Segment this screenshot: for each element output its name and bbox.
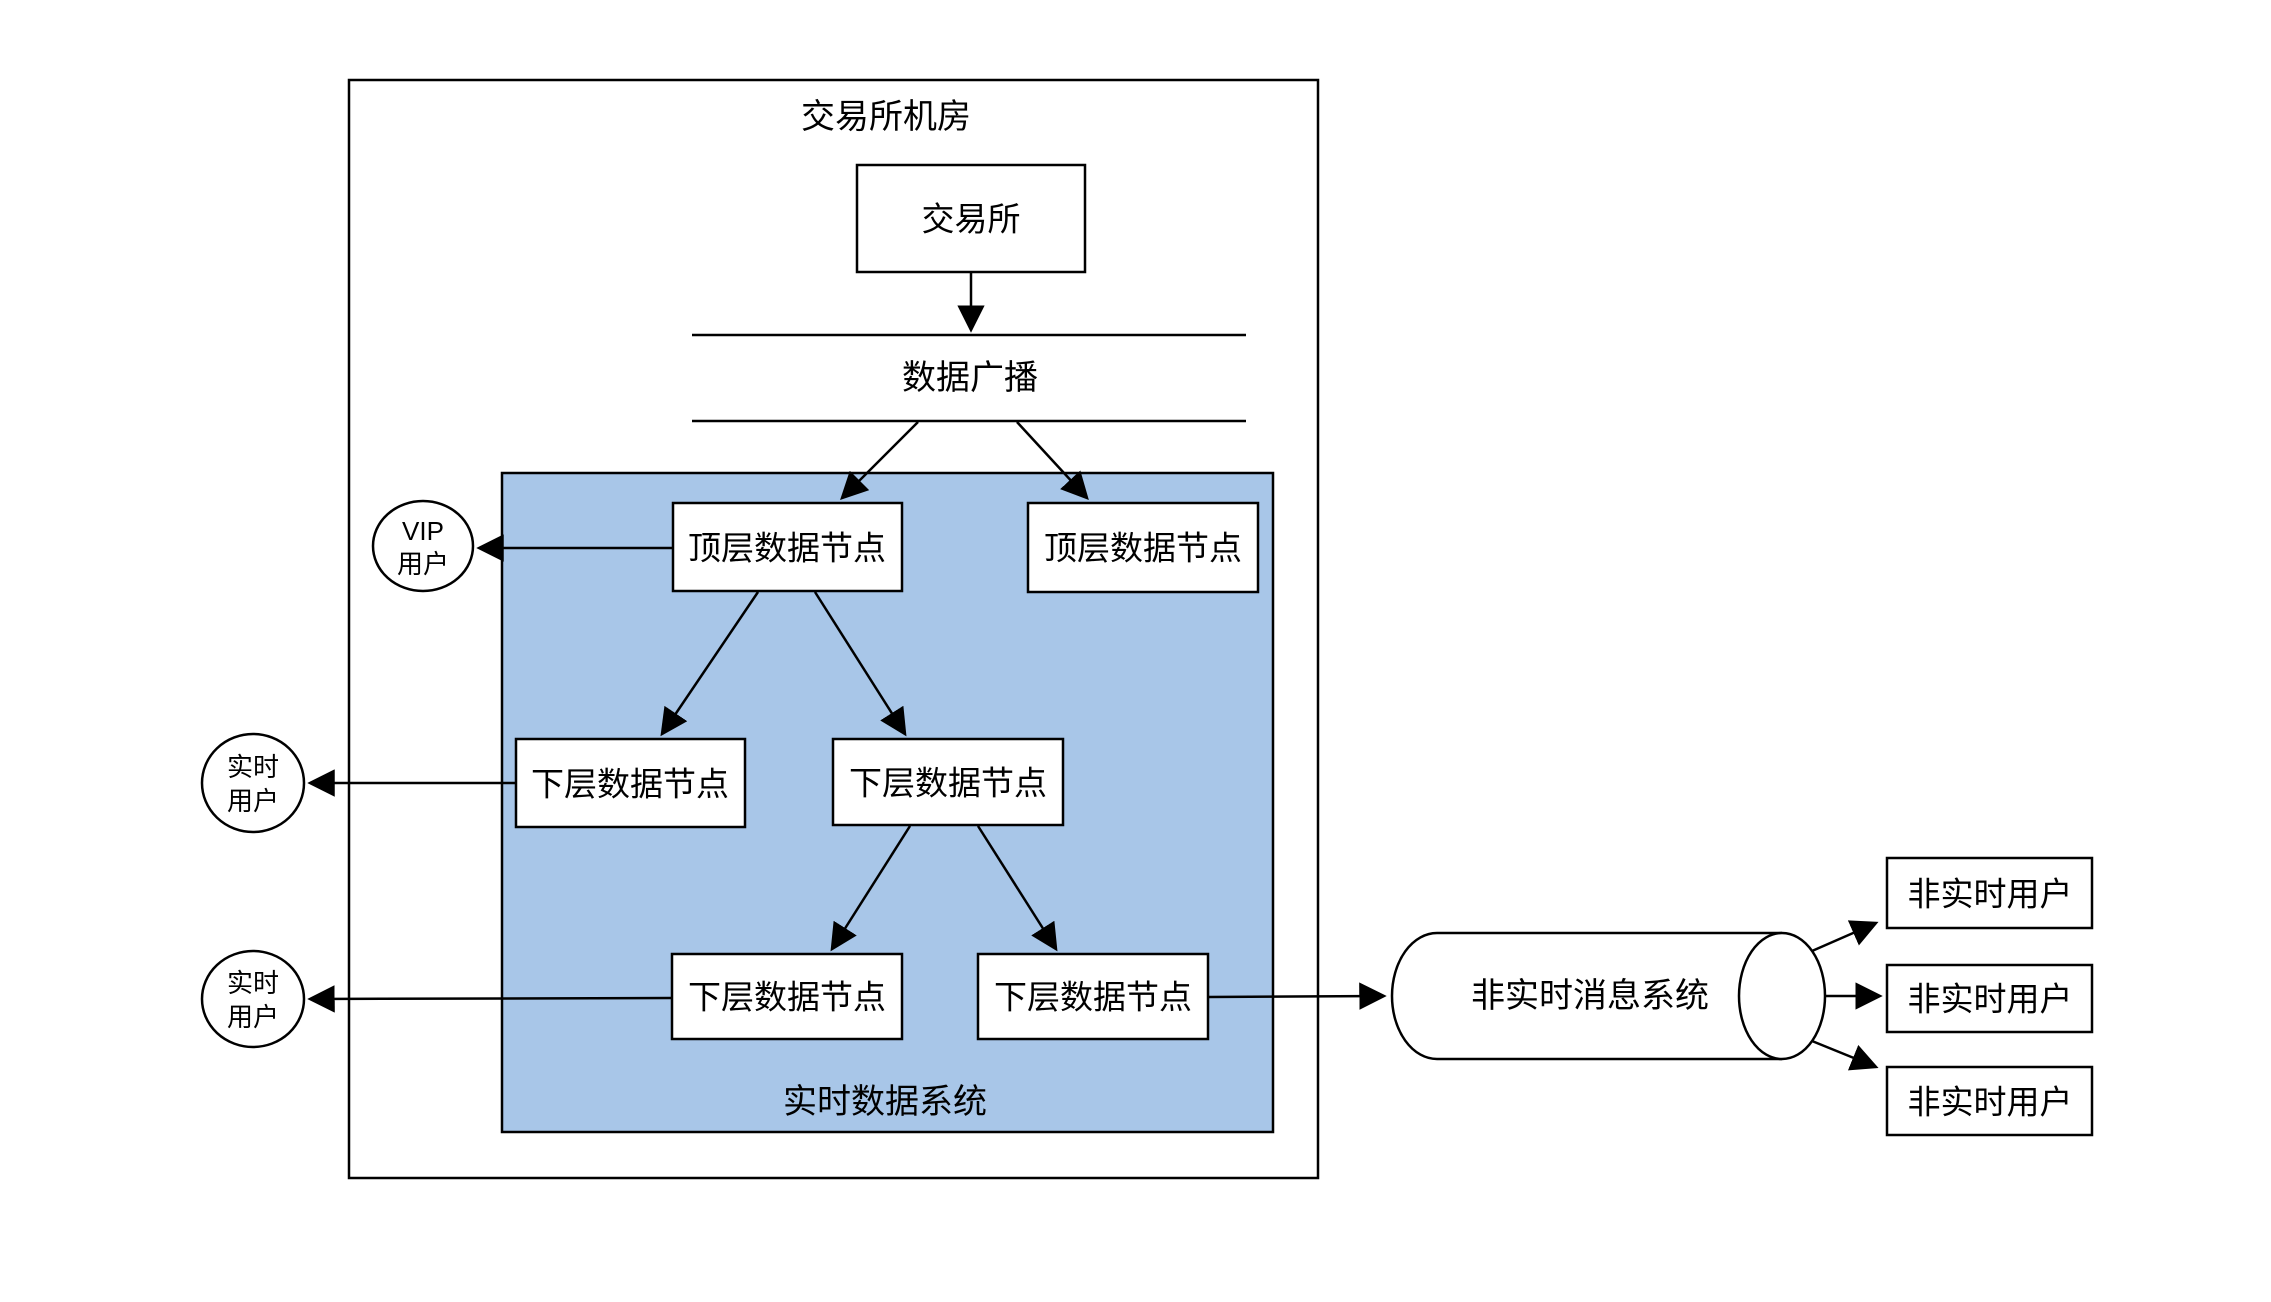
arrow-midright-to-bottomleft: [830, 825, 912, 952]
bottom-node-right: 下层数据节点: [976, 952, 1210, 1041]
vip-user-circle: VIP 用户: [371, 499, 475, 593]
arrow-broadcast-to-top-right: [1016, 421, 1089, 501]
non-realtime-user-box-1: 非实时用户: [1885, 856, 2094, 930]
top-node-right: 顶层数据节点: [1026, 501, 1260, 594]
vip-user-line1: VIP: [402, 516, 444, 546]
cylinder-body: [1390, 931, 1782, 1061]
realtime-user-circle-1: 实时 用户: [200, 732, 306, 834]
realtime-user-2-line1: 实时: [227, 968, 279, 998]
non-realtime-user-3-label: 非实时用户: [1908, 1084, 2073, 1121]
bottom-node-left: 下层数据节点: [670, 952, 904, 1041]
realtime-system-label: 实时数据系统: [783, 1083, 987, 1121]
arrow-midright-to-bottomright: [976, 825, 1058, 952]
arrow-message-to-user1: [1811, 920, 1879, 953]
exchange-node-label: 交易所: [922, 201, 1021, 238]
arrow-topleft-to-midleft: [660, 591, 760, 737]
mid-node-left-label: 下层数据节点: [531, 766, 729, 803]
realtime-user-1-line1: 实时: [227, 752, 279, 782]
broadcast-bus-label: 数据广播: [902, 359, 1038, 397]
cylinder-end-cap: [1737, 931, 1827, 1061]
non-realtime-user-1-label: 非实时用户: [1908, 876, 2073, 913]
top-node-left: 顶层数据节点: [671, 501, 904, 593]
machine-room-title: 交易所机房: [801, 98, 971, 136]
message-system-cylinder: 非实时消息系统: [1390, 931, 1827, 1061]
non-realtime-user-2-label: 非实时用户: [1908, 981, 2073, 1018]
mid-node-left: 下层数据节点: [514, 737, 747, 829]
message-system-label: 非实时消息系统: [1471, 977, 1709, 1015]
top-node-right-label: 顶层数据节点: [1044, 530, 1242, 567]
realtime-user-circle-2: 实时 用户: [200, 949, 306, 1049]
non-realtime-user-box-2: 非实时用户: [1885, 963, 2094, 1034]
non-realtime-user-box-3: 非实时用户: [1885, 1065, 2094, 1137]
bottom-node-right-label: 下层数据节点: [994, 979, 1192, 1016]
bottom-node-left-label: 下层数据节点: [688, 979, 886, 1016]
exchange-node: 交易所: [855, 163, 1087, 274]
vip-user-line2: 用户: [397, 549, 449, 579]
arrow-message-to-user3: [1811, 1039, 1879, 1071]
top-node-left-label: 顶层数据节点: [688, 530, 886, 567]
mid-node-right-label: 下层数据节点: [849, 765, 1047, 802]
arrow-broadcast-to-top-left: [840, 421, 919, 500]
realtime-user-1-line2: 用户: [227, 786, 279, 816]
broadcast-bus: 数据广播: [692, 333, 1246, 423]
arrow-topleft-to-midright: [813, 591, 907, 737]
arrow-bottomleft-to-realtime2: [307, 985, 673, 1013]
arrow-bottomright-to-message-system: [1207, 982, 1387, 1010]
realtime-user-2-line2: 用户: [227, 1002, 279, 1032]
machine-room-box: 交易所机房: [347, 78, 1320, 1180]
mid-node-right: 下层数据节点: [831, 737, 1065, 827]
